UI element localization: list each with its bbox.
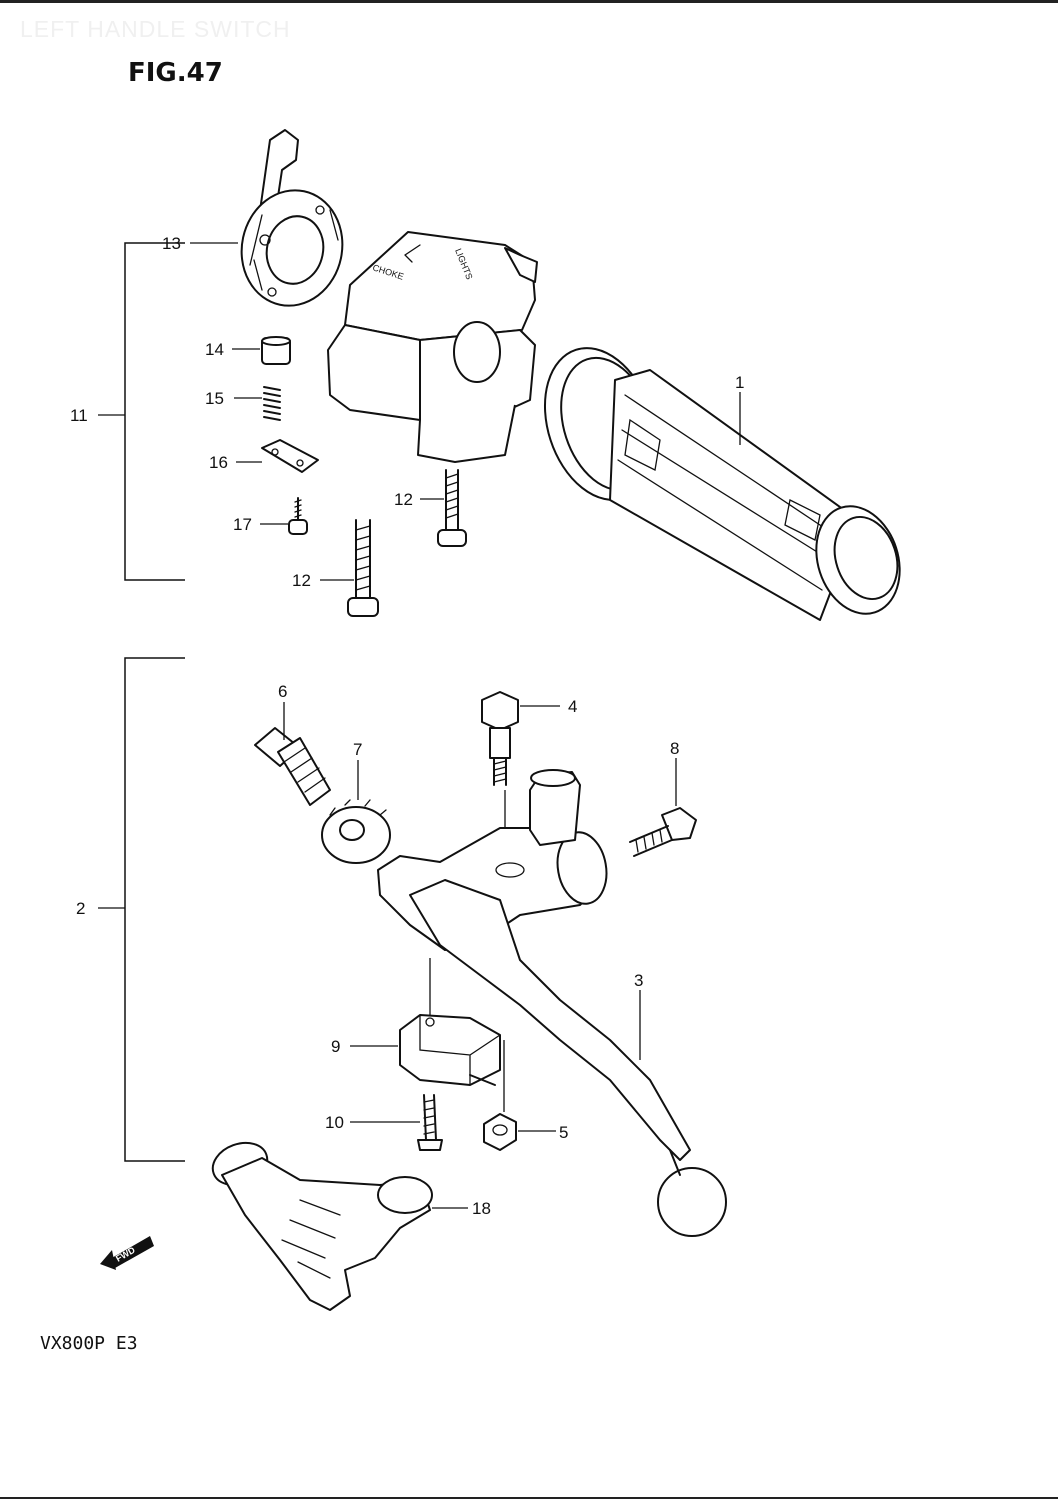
part-number-12-upper: 12 — [394, 490, 413, 509]
top-border — [0, 0, 1058, 3]
contact-plate — [261, 439, 319, 473]
clamp-bolt — [629, 807, 697, 857]
forward-arrow-icon: FWD — [100, 1236, 154, 1270]
part-number-4: 4 — [568, 697, 577, 716]
clutch-lever — [409, 879, 727, 1237]
part-number-2: 2 — [76, 899, 85, 918]
switch-screw — [417, 1094, 443, 1151]
lock-nut — [321, 799, 391, 864]
small-screw — [288, 497, 308, 535]
switch-knob-cap — [261, 336, 291, 365]
part-number-16: 16 — [209, 453, 228, 472]
assembly-bracket-2 — [124, 657, 185, 1162]
part-number-12-lower: 12 — [292, 571, 311, 590]
part-number-17: 17 — [233, 515, 252, 534]
part-number-15: 15 — [205, 389, 224, 408]
part-number-18: 18 — [472, 1199, 491, 1218]
part-number-7: 7 — [353, 740, 362, 759]
lever-pivot-bolt — [481, 691, 519, 786]
bottom-border — [0, 1497, 1058, 1499]
part-number-13: 13 — [162, 234, 181, 253]
part-number-1: 1 — [735, 373, 744, 392]
part-number-6: 6 — [278, 682, 287, 701]
clutch-switch — [399, 1014, 501, 1086]
part-number-10: 10 — [325, 1113, 344, 1132]
figure-label: FIG.47 — [128, 58, 223, 88]
part-number-8: 8 — [670, 739, 679, 758]
housing-screw-lower — [347, 519, 379, 617]
lever-boot — [211, 1141, 433, 1311]
housing-screw-upper — [437, 469, 467, 547]
choke-lever-plate — [240, 129, 344, 307]
handlebar-grip — [543, 347, 901, 621]
spring — [263, 386, 281, 421]
part-number-11: 11 — [70, 406, 88, 425]
cable-adjuster — [254, 727, 331, 806]
part-number-3: 3 — [634, 971, 643, 990]
part-number-14: 14 — [205, 340, 224, 359]
faint-title: LEFT HANDLE SWITCH — [20, 16, 291, 42]
pivot-nut — [483, 1113, 517, 1151]
part-number-5: 5 — [559, 1123, 568, 1142]
switch-housing: CHOKE LIGHTS — [327, 231, 538, 463]
part-number-9: 9 — [331, 1037, 340, 1056]
model-code: VX800P E3 — [40, 1333, 138, 1354]
assembly-bracket-11 — [124, 242, 185, 581]
